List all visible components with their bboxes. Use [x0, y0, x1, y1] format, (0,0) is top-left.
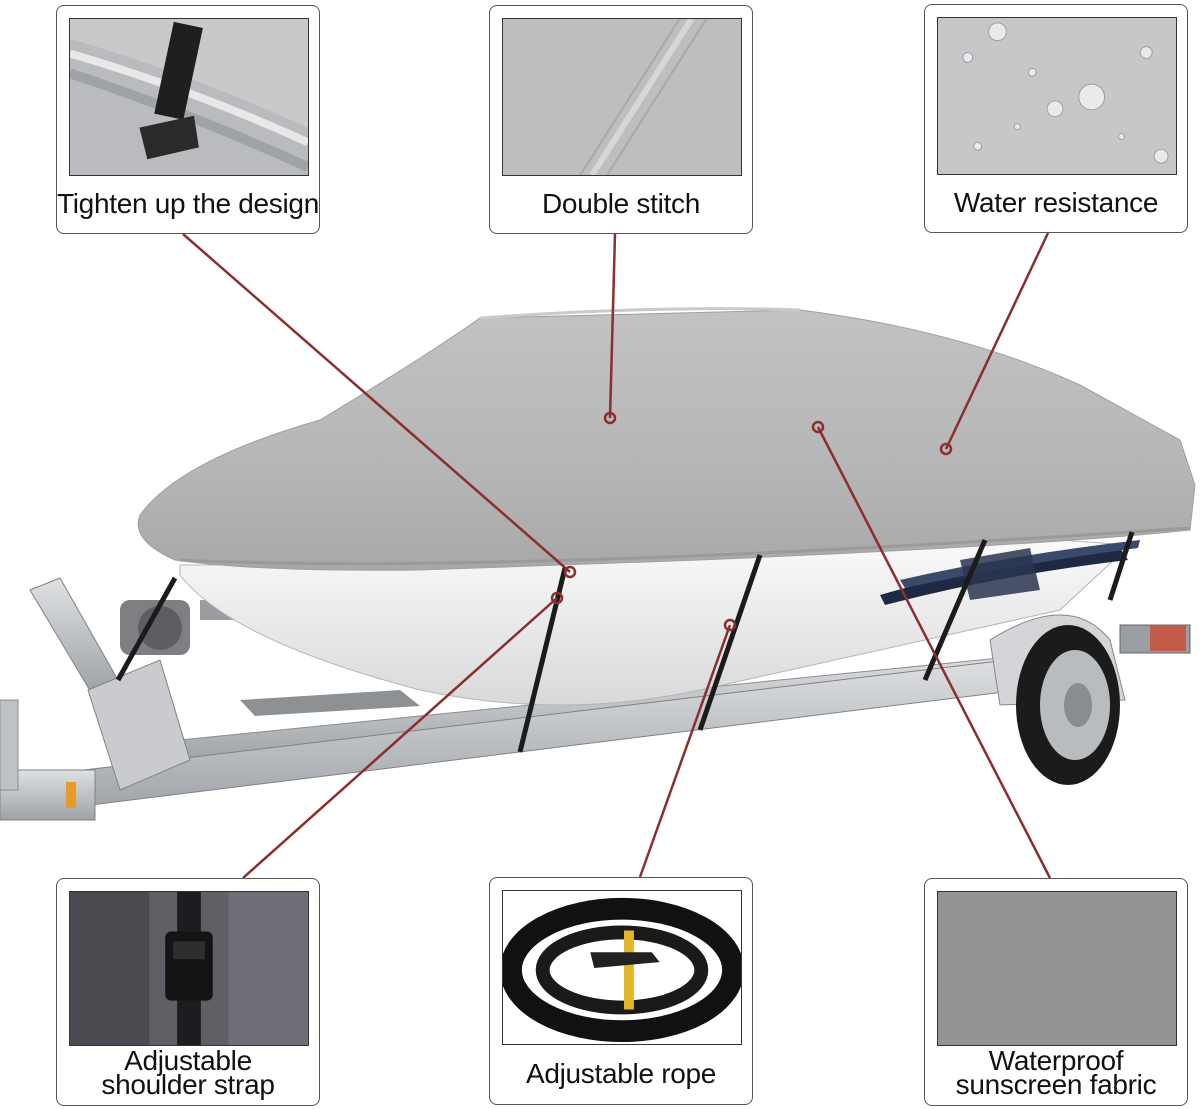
adjustable-rope-photo [502, 890, 742, 1045]
caption-shoulder: Adjustable shoulder strap [101, 1045, 275, 1100]
feature-card-stitch: Double stitch [489, 5, 753, 234]
water-droplets-photo [937, 17, 1177, 175]
callout-dot-fabric [811, 420, 825, 434]
caption-water: Water resistance [953, 187, 1159, 218]
callout-dots [550, 411, 953, 632]
fabric-texture-photo [937, 891, 1177, 1046]
boat-cover [137, 307, 1196, 571]
callout-dot-tighten [563, 565, 577, 579]
callout-dot-shoulder [550, 591, 564, 605]
feature-card-shoulder: Adjustable shoulder strap [56, 878, 320, 1106]
caption-stitch: Double stitch [542, 188, 700, 219]
callout-lines [182, 232, 1052, 879]
caption-fabric: Waterproof sunscreen fabric [955, 1045, 1157, 1100]
boat-hull [179, 539, 1140, 706]
feature-card-water: Water resistance [924, 4, 1188, 233]
callout-dot-water [939, 442, 953, 456]
feature-card-tighten: Tighten up the design [56, 5, 320, 234]
caption-rope: Adjustable rope [525, 1058, 717, 1089]
feature-card-rope: Adjustable rope [489, 877, 753, 1105]
callout-dot-rope [723, 618, 737, 632]
callout-line-water [944, 232, 1050, 450]
callout-line-fabric [816, 426, 1052, 879]
shoulder-strap-buckle-photo [69, 891, 309, 1046]
feature-card-fabric: Waterproof sunscreen fabric [924, 878, 1188, 1106]
double-stitch-photo [502, 18, 742, 176]
callout-line-stitch [608, 233, 617, 419]
callout-line-rope [638, 624, 732, 878]
tighten-strap-photo [69, 18, 309, 176]
callout-line-tighten [182, 233, 571, 573]
callout-line-shoulder [242, 597, 558, 879]
callout-dot-stitch [603, 411, 617, 425]
caption-tighten: Tighten up the design [57, 188, 319, 219]
